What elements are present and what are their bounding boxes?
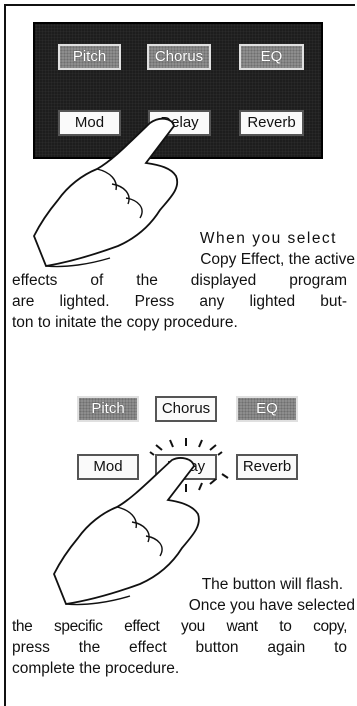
caption-line: complete the procedure. (12, 658, 357, 679)
caption-line: Once you have selected (12, 595, 357, 616)
caption-line: press the effect button again to (12, 637, 347, 658)
caption-line: The button will flash. (12, 574, 357, 595)
caption-button-flash: The button will flash. Once you have sel… (12, 574, 357, 679)
caption-line: the specific effect you want to copy, (12, 616, 347, 637)
